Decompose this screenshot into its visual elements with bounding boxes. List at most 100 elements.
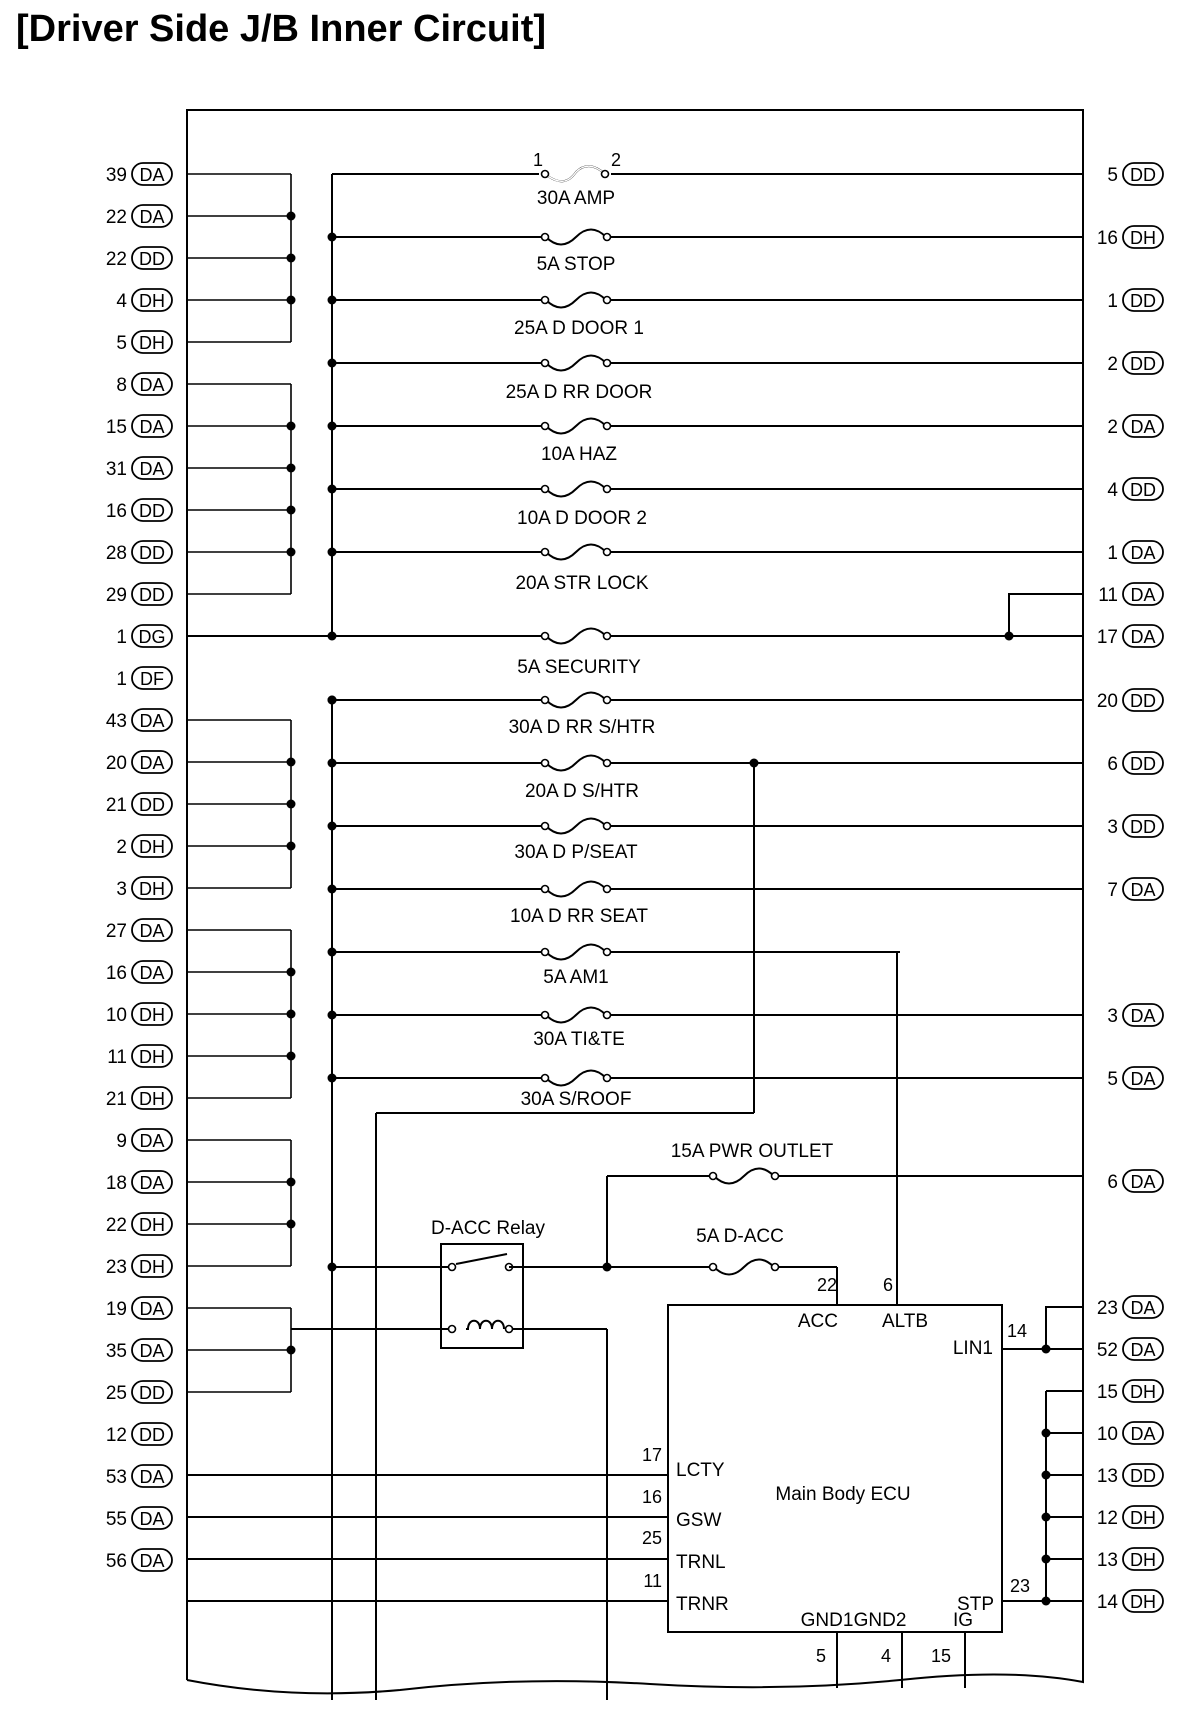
connector-oval <box>131 330 173 354</box>
fuse-label: 10A D RR SEAT <box>510 906 648 927</box>
fuse-label: 10A HAZ <box>541 444 617 465</box>
pin-number: 29 <box>106 585 127 606</box>
connector-oval <box>1122 540 1164 564</box>
connector-code: DA <box>139 417 164 437</box>
fuse-terminal <box>602 547 612 557</box>
connector-code: DA <box>139 165 164 185</box>
fuse-label: 5A AM1 <box>543 967 609 988</box>
ecu-pin-trnr: 11 <box>643 1571 662 1591</box>
connector-code: DA <box>1130 1069 1155 1089</box>
connector-code: DH <box>1130 228 1156 248</box>
connector-oval <box>131 1422 173 1446</box>
junction-dot <box>286 295 296 305</box>
pin-number: 3 <box>1107 817 1118 838</box>
ecu-terminal-gnd1: GND1 <box>801 1610 854 1631</box>
junction-dot <box>286 211 296 221</box>
connector-code: DH <box>139 1215 165 1235</box>
ecu-pin-gnd2: 4 <box>881 1646 891 1666</box>
connector-oval <box>131 1548 173 1572</box>
ecu-terminal-lcty: LCTY <box>676 1460 725 1481</box>
junction-dot <box>1041 1512 1051 1522</box>
connector-code: DA <box>139 753 164 773</box>
connector-oval <box>131 624 173 648</box>
connector-oval <box>1122 1337 1164 1361</box>
ecu-terminal-acc: ACC <box>798 1311 838 1332</box>
fuse-terminal <box>602 421 612 431</box>
connector-oval <box>131 498 173 522</box>
pin-number: 21 <box>106 1089 127 1110</box>
fuse-terminal <box>540 758 550 768</box>
connector-code: DA <box>139 207 164 227</box>
junction-dot <box>327 421 337 431</box>
junction-dot <box>1041 1344 1051 1354</box>
pin-number: 2 <box>116 837 127 858</box>
fuse-element-icon <box>545 543 607 561</box>
fuse-label: 30A D RR S/HTR <box>509 717 656 738</box>
connector-code: DH <box>1130 1382 1156 1402</box>
ecu-pin-gnd1: 5 <box>816 1646 826 1666</box>
connector-code: DH <box>139 879 165 899</box>
pin-number: 2 <box>1107 417 1118 438</box>
junction-dot <box>286 799 296 809</box>
pin-number: 3 <box>116 879 127 900</box>
junction-dot <box>327 695 337 705</box>
junction-dot <box>286 1219 296 1229</box>
connector-code: DD <box>1130 165 1156 185</box>
pin-number: 16 <box>1097 228 1118 249</box>
junction-dot <box>749 758 759 768</box>
fuse-terminal <box>602 947 612 957</box>
connector-oval <box>1122 477 1164 501</box>
fuse-terminal <box>602 295 612 305</box>
junction-dot <box>286 547 296 557</box>
fuse-element-icon <box>545 1006 607 1024</box>
connector-oval <box>1122 225 1164 249</box>
relay-coil-icon <box>466 1319 505 1330</box>
pin-number: 13 <box>1097 1550 1118 1571</box>
pin-number: 55 <box>106 1509 127 1530</box>
fuse-element-icon <box>545 880 607 898</box>
fuse-terminal <box>708 1171 718 1181</box>
connector-oval <box>131 204 173 228</box>
fuse-element-icon <box>545 480 607 498</box>
junction-dot <box>327 631 337 641</box>
ecu-terminal-trnr: TRNR <box>676 1594 729 1615</box>
pin-number: 31 <box>106 459 127 480</box>
connector-oval <box>131 918 173 942</box>
connector-code: DH <box>139 291 165 311</box>
fuse-element-icon <box>545 291 607 309</box>
ecu-pin-altb: 6 <box>883 1275 893 1295</box>
fuse-terminal <box>540 169 550 179</box>
junction-dot <box>286 1009 296 1019</box>
pin-number: 1 <box>1107 543 1118 564</box>
pin-number: 23 <box>106 1257 127 1278</box>
ecu-pin-gsw: 16 <box>642 1487 662 1507</box>
connector-oval <box>131 1128 173 1152</box>
pin-number: 35 <box>106 1341 127 1362</box>
pin-number: 28 <box>106 543 127 564</box>
relay-contact <box>447 1262 457 1272</box>
connector-code: DD <box>1130 1466 1156 1486</box>
pin-number: 17 <box>1097 627 1118 648</box>
connector-oval <box>1122 814 1164 838</box>
connector-oval <box>131 1296 173 1320</box>
connector-code: DA <box>1130 1424 1155 1444</box>
connector-code: DF <box>140 669 164 689</box>
connector-oval <box>1122 1463 1164 1487</box>
connector-oval <box>131 1380 173 1404</box>
junction-dot <box>286 505 296 515</box>
ecu-terminal-gsw: GSW <box>676 1510 721 1531</box>
connector-oval <box>131 666 173 690</box>
pin-number: 8 <box>116 375 127 396</box>
fuse-terminal <box>602 1010 612 1020</box>
